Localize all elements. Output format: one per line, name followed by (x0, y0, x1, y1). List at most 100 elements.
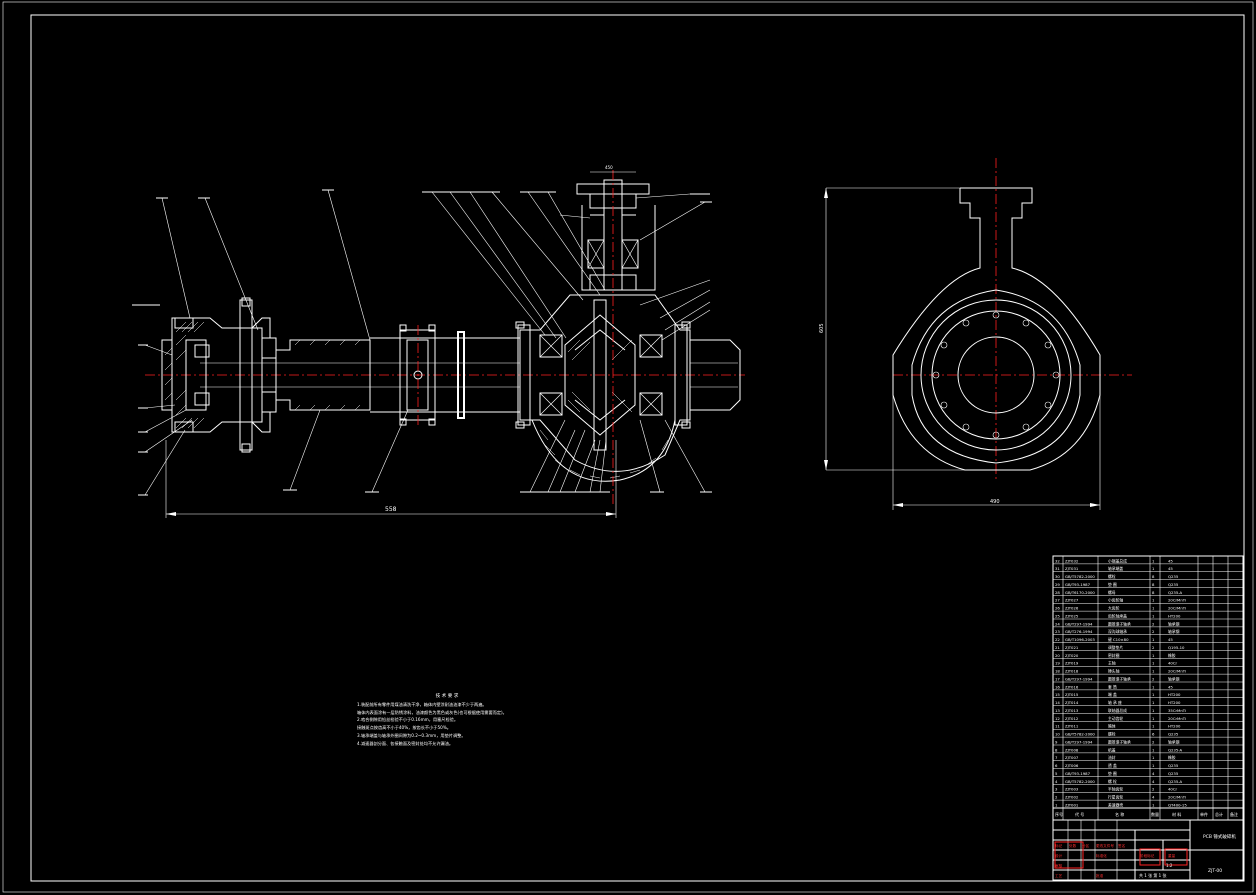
bom-cell: 螺母 (1108, 590, 1116, 595)
bom-cell: 4 (1055, 779, 1058, 784)
bom-cell: 轴承钢 (1168, 621, 1180, 626)
tb-label-3: 更改文件号 (1096, 843, 1114, 848)
bom-cell: ZJT013 (1065, 708, 1079, 713)
bom-cell: 7 (1055, 755, 1058, 760)
bom-cell: 1 (1152, 598, 1155, 603)
bom-cell: 24 (1055, 621, 1060, 626)
bom-cell: 螺 栓 (1108, 779, 1117, 784)
bom-cell: ZJT002 (1065, 795, 1079, 800)
bom-cell: 1 (1152, 724, 1155, 729)
bom-cell: 2 (1152, 645, 1155, 650)
bom-cell: GB/T276-1994 (1065, 629, 1093, 634)
bom-header-cell: 数量 (1151, 811, 1159, 817)
tb-label-10: 批准 (1096, 873, 1104, 878)
bom-cell: 箱体 (1108, 724, 1116, 729)
bom-cell: 12 (1055, 716, 1060, 721)
bom-cell: GB/T5782-2000 (1065, 779, 1095, 784)
bom-cell: 轴承钢 (1168, 676, 1180, 681)
bom-header-cell: 备注 (1230, 811, 1238, 817)
bom-cell: 1 (1152, 606, 1155, 611)
bom-header-cell: 材 料 (1172, 811, 1181, 817)
inner-border (30, 14, 1245, 882)
bom-cell: 圆锥滚子轴承 (1108, 621, 1131, 626)
bom-cell: 1 (1152, 613, 1155, 618)
bom-cell: 45 (1168, 637, 1173, 642)
tech-req-line: 接触斑点按齿高不小于40%，按齿长不小于50%。 (357, 725, 451, 731)
bom-cell: 差速器壳 (1108, 802, 1123, 807)
bom-cell: GB/T297-1994 (1065, 739, 1093, 744)
bom-cell: ZJT012 (1065, 716, 1079, 721)
bom-header-cell: 总计 (1215, 811, 1223, 817)
dim-width: 490 (990, 499, 1000, 505)
bom-cell: 2 (1152, 787, 1155, 792)
bom-cell: ZJT020 (1065, 653, 1079, 658)
title-cell: PCB 锤式破碎机 (1203, 833, 1236, 840)
bom-cell: 透 盖 (1108, 763, 1117, 768)
bom-cell: 29 (1055, 582, 1060, 587)
bom-cell: 端 盖 (1108, 692, 1117, 697)
bom-cell: 26 (1055, 606, 1060, 611)
bom-cell: 27 (1055, 598, 1060, 603)
bom-cell: 键 C10×80 (1108, 637, 1129, 642)
bom-cell: 调整垫片 (1108, 645, 1123, 650)
bom-cell: 1 (1152, 747, 1155, 752)
bom-cell: 32 (1055, 558, 1060, 563)
bom-cell: 20CrMnTi (1168, 606, 1186, 611)
bom-cell: 半轴齿轮 (1108, 787, 1123, 792)
bom-cell: 40Cr (1168, 787, 1177, 792)
bom-cell: ZJT018 (1065, 669, 1079, 674)
tb-label-8: 审核 (1055, 863, 1063, 868)
bom-cell: 6 (1152, 732, 1155, 737)
bom-cell: 16 (1055, 684, 1060, 689)
tech-req-line: 箱体内表面涂有一层防锈涂料，油漆颜色为黑色或灰色(也可根据使用需要而定)。 (357, 709, 507, 715)
bom-cell: 齿轮轴承盖 (1108, 613, 1127, 618)
tb-label-4: 签名 (1118, 843, 1126, 848)
bom-cell: ZJT007 (1065, 755, 1079, 760)
bom-cell: 20CrMnTi (1168, 598, 1186, 603)
bom-cell: 2 (1055, 795, 1058, 800)
bom-cell: 22 (1055, 637, 1060, 642)
dim-flange-width: 450 (605, 165, 613, 170)
bom-cell: 13 (1055, 708, 1060, 713)
bom-cell: ZJT006 (1065, 763, 1079, 768)
bom-cell: 17 (1055, 676, 1060, 681)
bom-cell: 轴承钢 (1168, 629, 1180, 634)
bom-cell: ZJT015 (1065, 692, 1079, 697)
bom-cell: 1 (1152, 763, 1155, 768)
bom-cell: 1 (1152, 661, 1155, 666)
tb-label-6: 设计 (1055, 853, 1063, 858)
bom-cell: ZJT027 (1065, 598, 1079, 603)
bom-cell: 9 (1055, 739, 1058, 744)
bom-cell: HT200 (1168, 613, 1181, 618)
bom-cell: GB/T5782-2000 (1065, 574, 1095, 579)
tech-req-line: 4.减速器剖分面、各接触面及密封处均不允许漏油。 (357, 740, 454, 746)
bom-cell: 1 (1152, 708, 1155, 713)
bom-cell: HT200 (1168, 692, 1181, 697)
bom-cell: ZJT003 (1065, 787, 1079, 792)
bom-cell: 20CrMnTi (1168, 716, 1186, 721)
bom-cell: ZJT031 (1065, 566, 1079, 571)
tb-label-1: 处数 (1069, 843, 1077, 848)
bom-cell: 橡胶 (1168, 653, 1176, 658)
bom-header-cell: 序号 (1055, 811, 1063, 817)
bom-cell: 1 (1152, 669, 1155, 674)
bom-cell: 8 (1055, 747, 1058, 752)
bom-cell: 31 (1055, 566, 1060, 571)
bom-cell: Q235 (1168, 763, 1179, 768)
bom-cell: 垫 圈 (1108, 771, 1117, 776)
bom-cell: 5 (1055, 771, 1058, 776)
bom-cell: 1 (1152, 684, 1155, 689)
bom-cell: GB/T297-1994 (1065, 676, 1093, 681)
bom-cell: 行星齿轮 (1108, 795, 1123, 800)
bom-cell: 1 (1152, 558, 1155, 563)
bom-cell: 1 (1055, 802, 1058, 807)
bom-cell: ZJT001 (1065, 802, 1079, 807)
bom-cell: 小端盖总成 (1108, 558, 1127, 563)
bom-cell: 2 (1152, 629, 1155, 634)
dim-height: 605 (819, 323, 825, 333)
bom-cell: 轴承端盖 (1108, 566, 1123, 571)
section-view: 558 450 (132, 165, 745, 518)
bom-cell: ZJT008 (1065, 747, 1079, 752)
bom-cell: 40Cr (1168, 661, 1177, 666)
